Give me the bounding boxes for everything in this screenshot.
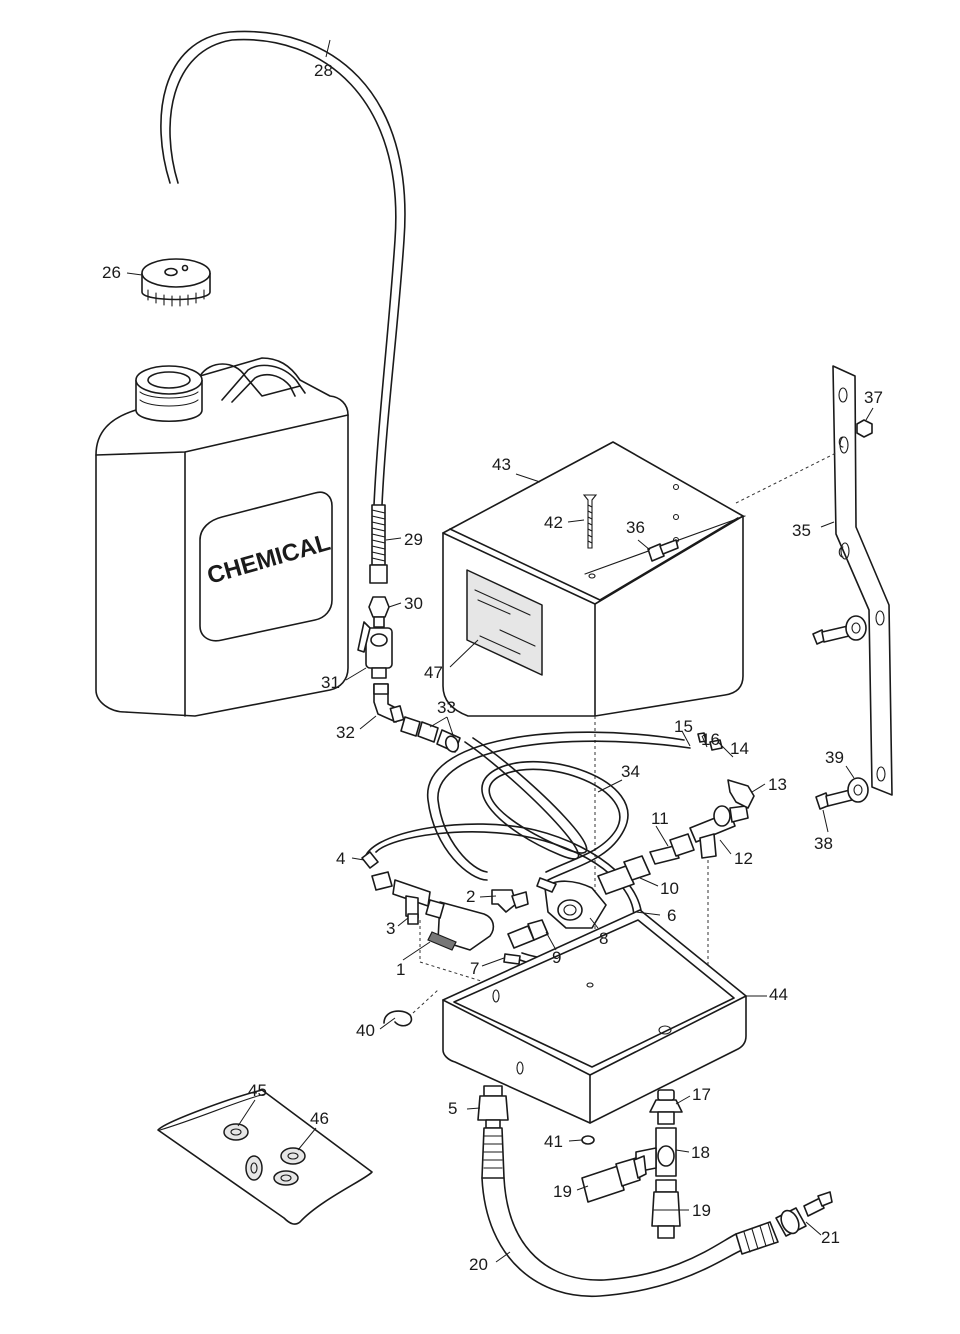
mounting-bracket (812, 365, 893, 810)
callout-numbers: 26 28 29 30 31 32 33 34 35 36 37 38 39 4… (102, 61, 883, 1274)
ball-valve (357, 621, 393, 679)
callout-26: 26 (102, 263, 121, 282)
callout-45: 45 (248, 1081, 267, 1100)
chemical-jug: CHEMICAL (95, 357, 349, 717)
callout-9: 9 (552, 948, 561, 967)
callout-40: 40 (356, 1021, 375, 1040)
elbow-fitting (373, 683, 405, 723)
callout-43: 43 (492, 455, 511, 474)
callout-6: 6 (667, 906, 676, 925)
callout-36: 36 (626, 518, 645, 537)
callout-10: 10 (660, 879, 679, 898)
callout-2: 2 (466, 887, 475, 906)
callout-38: 38 (814, 834, 833, 853)
box-upper (442, 441, 746, 717)
callout-32: 32 (336, 723, 355, 742)
callout-21: 21 (821, 1228, 840, 1247)
hose-fittings (400, 716, 461, 753)
callout-5: 5 (448, 1099, 457, 1118)
leader-lines (126, 39, 874, 1263)
jug-cap (141, 258, 211, 307)
callout-7: 7 (470, 959, 479, 978)
callout-34: 34 (621, 762, 640, 781)
callout-42: 42 (544, 513, 563, 532)
callout-41: 41 (544, 1132, 563, 1151)
callout-17: 17 (692, 1085, 711, 1104)
callout-20: 20 (469, 1255, 488, 1274)
pickup-tube (160, 30, 406, 506)
callout-37: 37 (864, 388, 883, 407)
box-lower (383, 909, 747, 1124)
callout-29: 29 (404, 530, 423, 549)
callout-19-left: 19 (553, 1182, 572, 1201)
callout-47: 47 (424, 663, 443, 682)
callout-28: 28 (314, 61, 333, 80)
callout-15: 15 (674, 717, 693, 736)
callout-18: 18 (691, 1143, 710, 1162)
fittings-cluster (361, 732, 755, 965)
spring-guard (369, 504, 388, 584)
callout-4: 4 (336, 849, 345, 868)
callout-11: 11 (651, 809, 669, 828)
callout-19-bottom: 19 (692, 1201, 711, 1220)
callout-35: 35 (792, 521, 811, 540)
callout-3: 3 (386, 919, 395, 938)
callout-44: 44 (769, 985, 788, 1004)
callout-1: 1 (396, 960, 405, 979)
callout-14: 14 (730, 739, 749, 758)
callout-30: 30 (404, 594, 423, 613)
callout-8: 8 (599, 929, 608, 948)
callout-16: 16 (701, 730, 720, 749)
callout-46: 46 (310, 1109, 329, 1128)
tube-connector (368, 596, 390, 628)
grommet-bag (157, 1089, 373, 1225)
callout-33: 33 (437, 698, 456, 717)
lower-hose-assembly (477, 1085, 833, 1298)
callout-31: 31 (321, 673, 340, 692)
callout-39: 39 (825, 748, 844, 767)
callout-13: 13 (768, 775, 787, 794)
callout-12: 12 (734, 849, 753, 868)
